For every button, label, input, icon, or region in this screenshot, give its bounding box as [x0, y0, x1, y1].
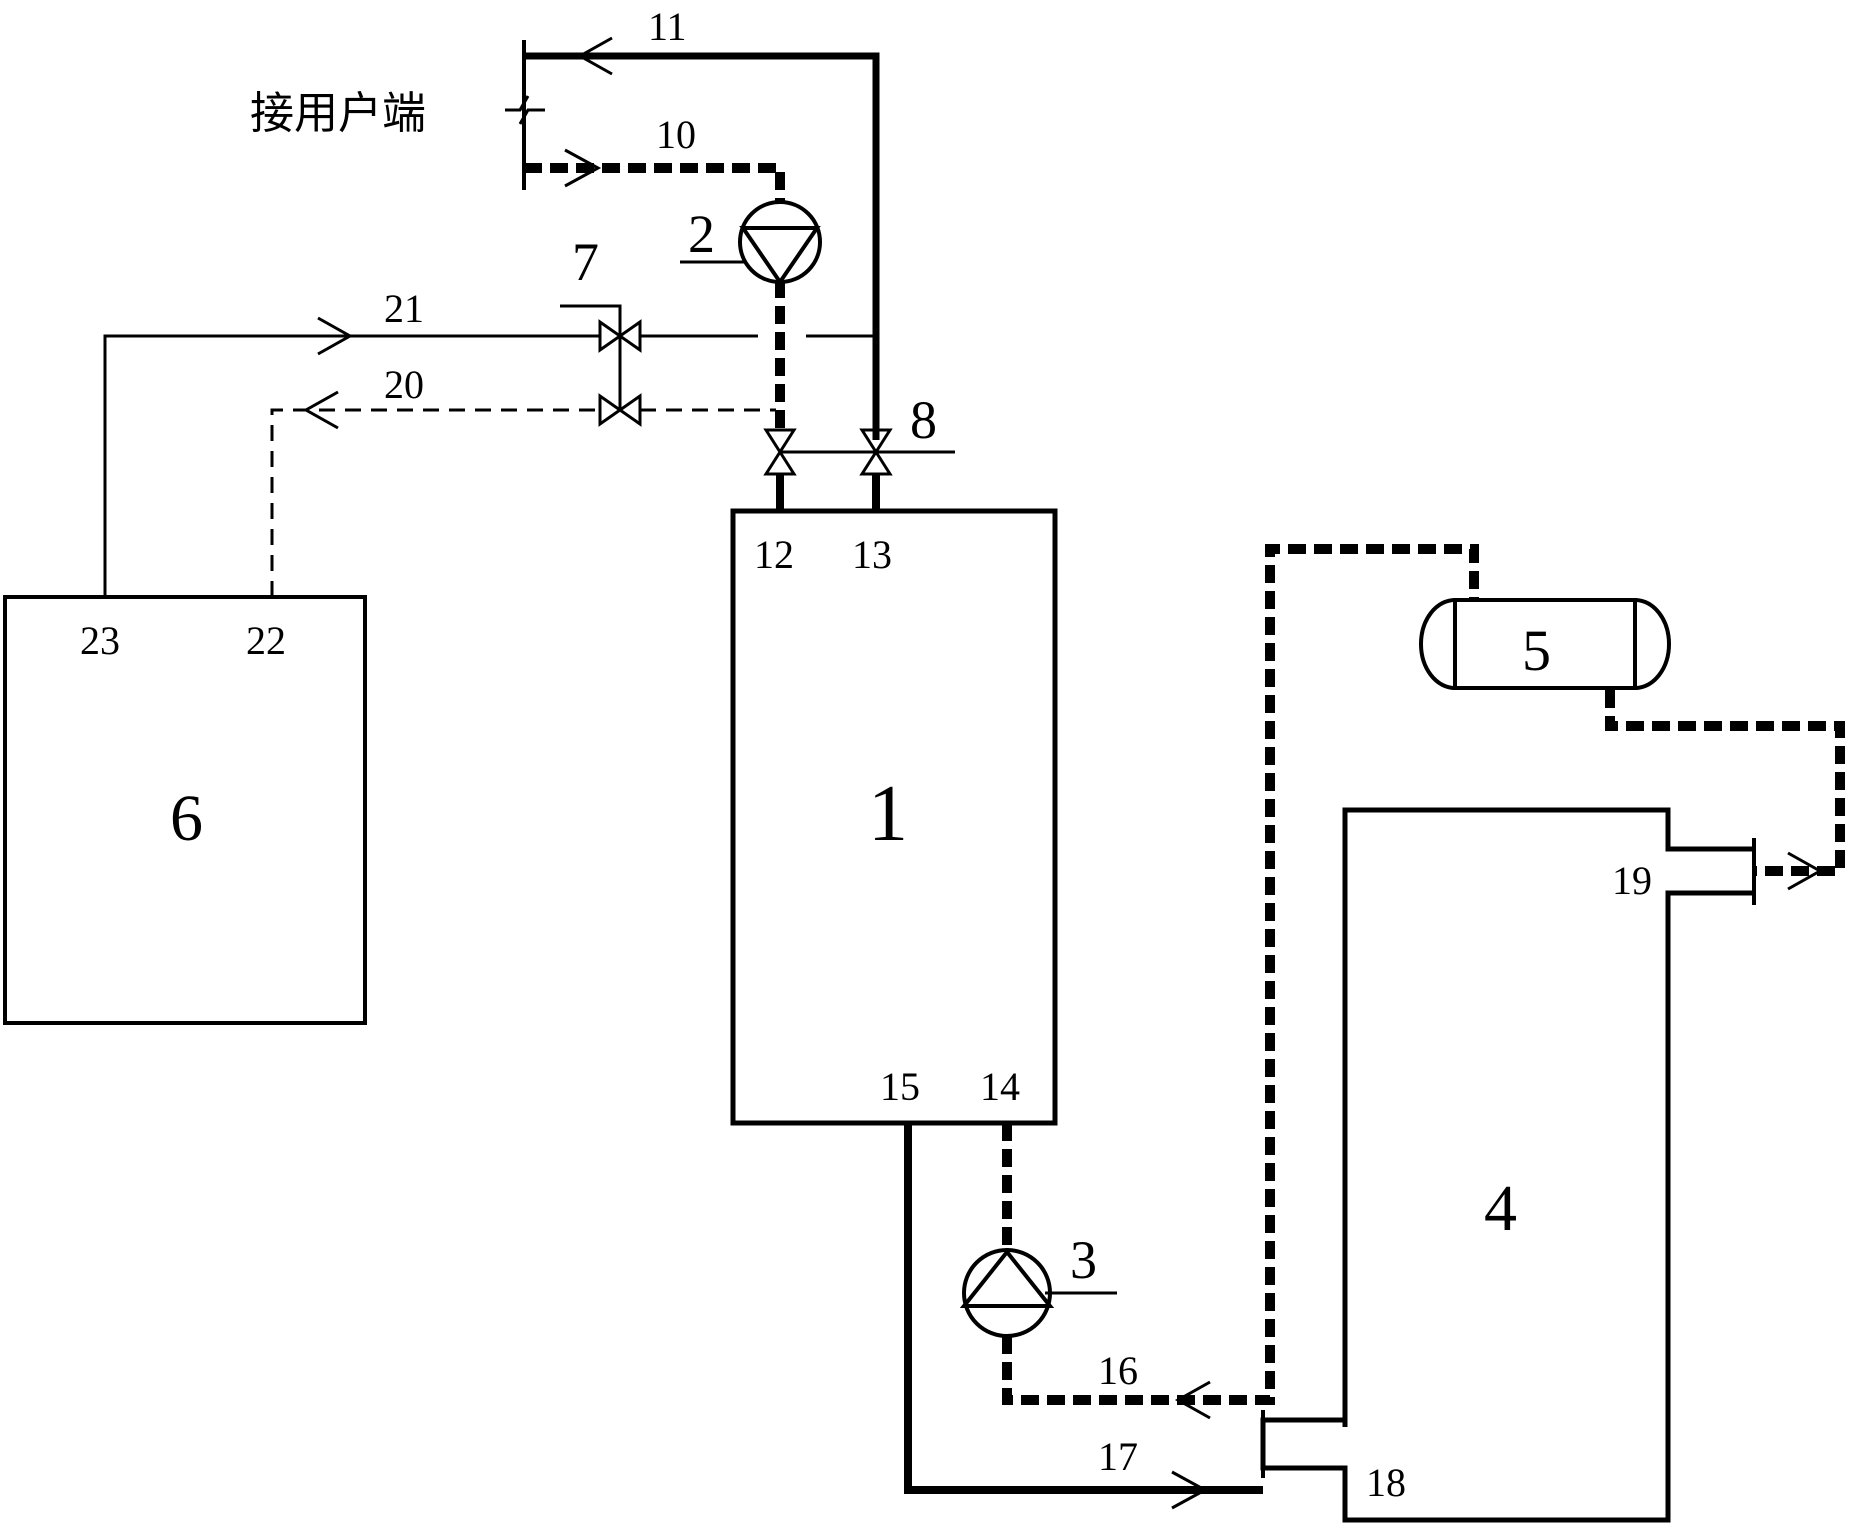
arrow-21 [317, 316, 354, 356]
label-22: 22 [246, 618, 286, 663]
label-8: 8 [910, 390, 937, 450]
label-16: 16 [1098, 1348, 1138, 1393]
pipe-11 [524, 52, 880, 440]
pipe-17 [904, 1123, 1263, 1494]
label-4: 4 [1484, 1172, 1517, 1245]
user-end-label: 接用户端 [250, 88, 426, 139]
arrow-20 [302, 390, 339, 430]
label-11: 11 [648, 4, 687, 49]
label-20: 20 [384, 362, 424, 407]
arrow-11 [576, 36, 613, 76]
arrow-17 [1171, 1470, 1209, 1510]
label-5: 5 [1522, 618, 1551, 683]
label-10: 10 [656, 112, 696, 157]
valve-7-lower [598, 393, 642, 427]
label-19: 19 [1612, 858, 1652, 903]
label-15: 15 [880, 1064, 920, 1109]
arrow-19 [1787, 851, 1824, 891]
label-14: 14 [980, 1064, 1020, 1109]
valve-7-upper [598, 319, 642, 353]
pipe-19 [1605, 690, 1845, 876]
arrow-16 [1174, 1380, 1211, 1420]
label-13: 13 [852, 532, 892, 577]
label-7: 7 [572, 232, 599, 292]
arrow-10 [564, 148, 602, 188]
label-12: 12 [754, 532, 794, 577]
label-3: 3 [1070, 1230, 1097, 1290]
valve-7-leader [560, 304, 622, 336]
pipe-20 [270, 408, 600, 597]
pipe-10 [524, 163, 785, 205]
vessel-5 [1419, 598, 1671, 690]
label-23: 23 [80, 618, 120, 663]
pump-2 [738, 200, 822, 286]
label-2: 2 [688, 204, 715, 264]
pump-3 [959, 1248, 1055, 1338]
label-6: 6 [170, 782, 203, 855]
equipment-4-body [1260, 807, 1754, 1523]
label-18: 18 [1366, 1460, 1406, 1505]
tank-1-box [730, 508, 1058, 1126]
label-1: 1 [868, 770, 908, 858]
pipe-21 [103, 334, 600, 597]
equipment-4-box [1342, 807, 1754, 1427]
equipment-6-box [3, 595, 367, 1025]
label-21: 21 [384, 286, 424, 331]
label-17: 17 [1098, 1434, 1138, 1479]
user-end-break [505, 95, 545, 125]
pipe-16 [1002, 544, 1479, 1405]
